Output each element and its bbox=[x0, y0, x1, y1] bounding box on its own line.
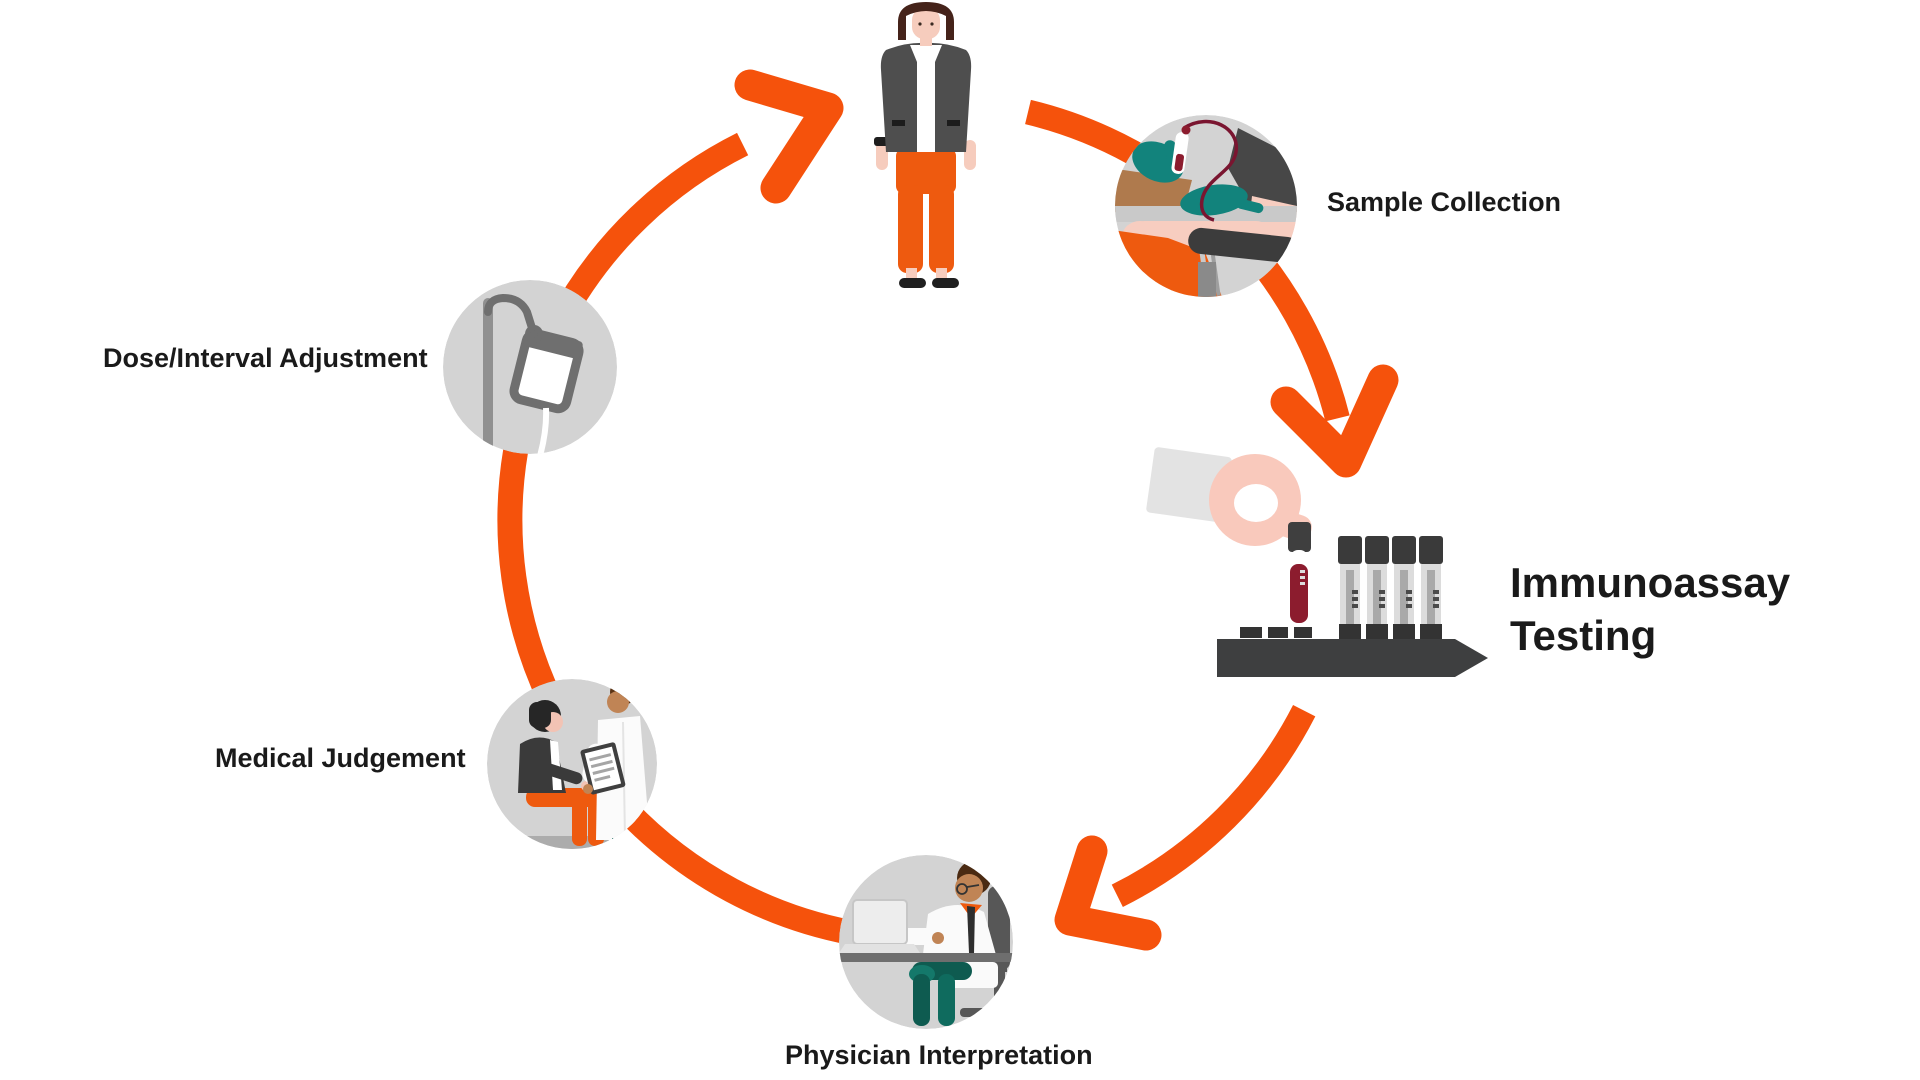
rack-tubes bbox=[1338, 536, 1443, 639]
label-immunoassay-testing: Immunoassay Testing bbox=[1510, 559, 1791, 659]
arrow-immunoassay-to-physician bbox=[1111, 705, 1316, 907]
label-physician-interpretation: Physician Interpretation bbox=[785, 1040, 1093, 1070]
arrowhead-to-immunoassay bbox=[1270, 364, 1399, 478]
label-medical-judgement: Medical Judgement bbox=[215, 743, 466, 773]
iv-infusion-bag-icon bbox=[443, 280, 617, 454]
arrowhead-to-patient bbox=[734, 69, 844, 204]
test-tube-rack-icon bbox=[1146, 447, 1488, 677]
arrow-physician-to-patient bbox=[497, 132, 854, 945]
physician-at-laptop-icon bbox=[839, 855, 1013, 1029]
label-sample-collection: Sample Collection bbox=[1327, 187, 1562, 217]
arrowhead-to-physician bbox=[1054, 835, 1162, 951]
label-dose-interval-adjustment: Dose/Interval Adjustment bbox=[103, 343, 428, 373]
patient-figure-icon bbox=[874, 2, 976, 288]
blood-draw-icon bbox=[1115, 115, 1297, 297]
doctor-patient-consultation-icon bbox=[487, 679, 657, 849]
